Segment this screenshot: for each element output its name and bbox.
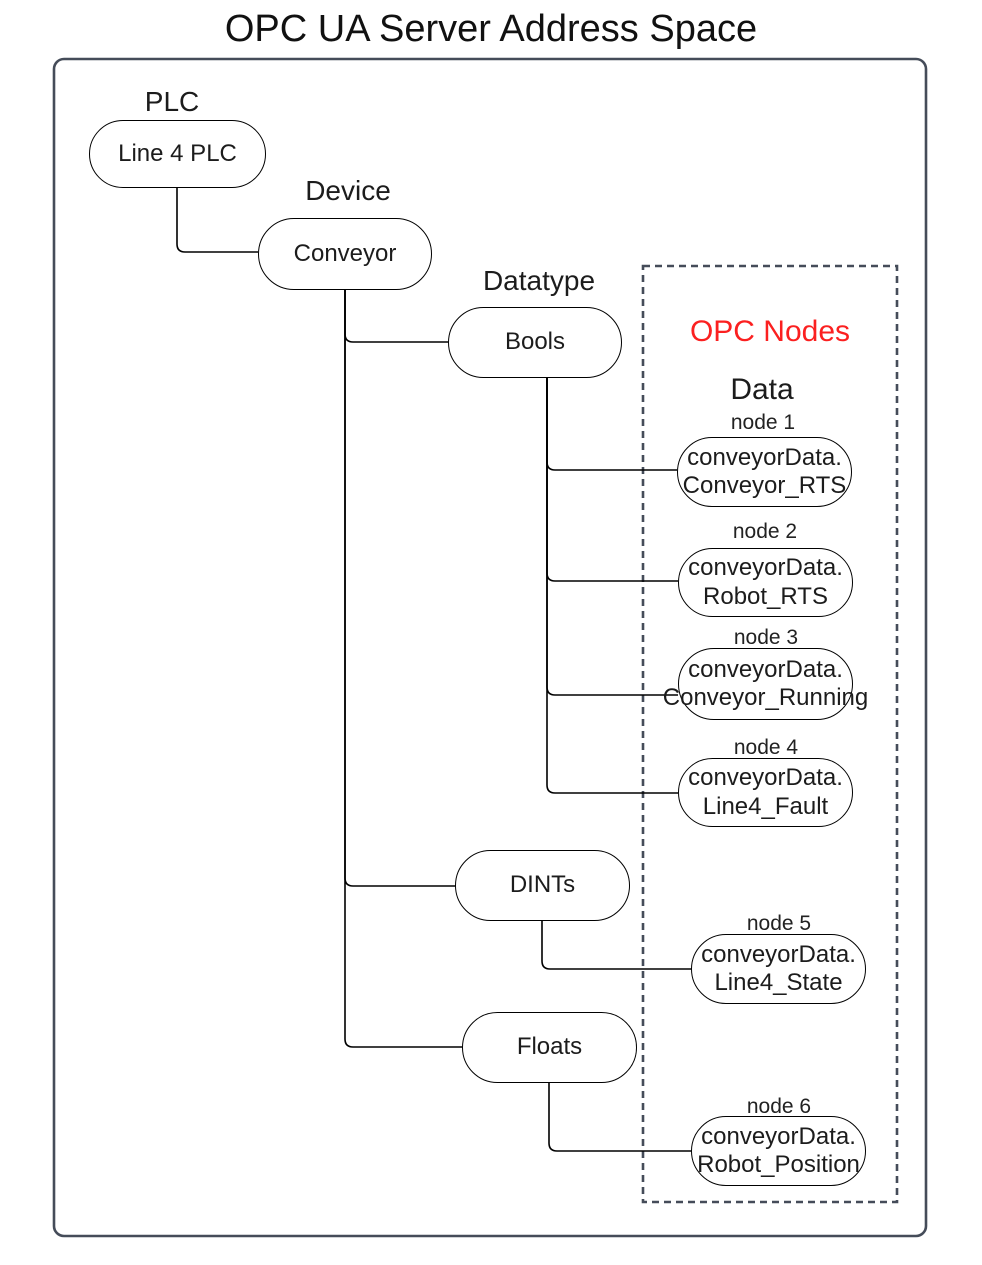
- opc-node1-pill: conveyorData. Conveyor_RTS: [677, 437, 852, 507]
- opc-node4-line1: conveyorData.: [688, 764, 843, 791]
- node-line4-plc: Line 4 PLC: [89, 120, 266, 188]
- node-bools-label: Bools: [504, 328, 566, 356]
- connector-conveyor-to-floats: [344, 290, 462, 1048]
- node-conveyor: Conveyor: [258, 218, 432, 290]
- connector-conveyor-to-dints: [344, 290, 455, 887]
- opc-node5-line2: Line4_State: [714, 969, 843, 996]
- node-floats-label: Floats: [516, 1033, 583, 1061]
- opc-nodes-dashed-frame: [641, 264, 899, 1204]
- opc-node5-line1: conveyorData.: [701, 940, 856, 968]
- node-bools: Bools: [448, 307, 622, 378]
- opc-node1-caption: node 1: [730, 411, 796, 434]
- node-floats: Floats: [462, 1012, 637, 1083]
- plc-category-label: PLC: [144, 86, 200, 117]
- opc-node3-caption: node 3: [733, 626, 799, 649]
- connector-bools-to-node1: [546, 378, 677, 471]
- opc-node3-pill: conveyorData. Conveyor_Running: [663, 648, 868, 720]
- data-subtitle: Data: [730, 373, 794, 406]
- node-conveyor-label: Conveyor: [293, 239, 397, 267]
- opc-node2-line1: conveyorData.: [688, 554, 843, 581]
- connector-bools-to-node3: [546, 378, 678, 696]
- opc-nodes-title: OPC Nodes: [689, 315, 851, 348]
- opc-node4-line2: Line4_Fault: [702, 792, 829, 820]
- opc-node4-caption: node 4: [733, 736, 799, 759]
- connector-bools-to-node4: [546, 378, 678, 794]
- address-space-frame: [52, 57, 928, 1238]
- node-dints: DINTs: [455, 850, 630, 921]
- opc-node6-pill: conveyorData. Robot_Position: [691, 1116, 866, 1186]
- device-category-label: Device: [305, 175, 391, 206]
- connector-floats-to-node6: [548, 1083, 691, 1152]
- opc-node6-caption: node 6: [746, 1095, 812, 1118]
- connector-bools-to-node2: [546, 378, 678, 582]
- opc-node3-line2: Conveyor_Running: [662, 684, 869, 711]
- node-dints-label: DINTs: [509, 871, 576, 899]
- page-title: OPC UA Server Address Space: [224, 8, 758, 50]
- opc-node6-line1: conveyorData.: [701, 1122, 856, 1150]
- opc-node5-caption: node 5: [746, 912, 812, 935]
- opc-node1-line1: conveyorData.: [687, 443, 842, 471]
- opc-node2-line2: Robot_RTS: [703, 582, 828, 610]
- opc-node2-caption: node 2: [732, 520, 798, 543]
- opc-node6-line2: Robot_Position: [697, 1151, 860, 1178]
- opc-node2-pill: conveyorData. Robot_RTS: [678, 548, 853, 617]
- opc-node5-pill: conveyorData. Line4_State: [691, 934, 866, 1004]
- opc-node1-line2: Conveyor_RTS: [682, 472, 847, 499]
- datatype-category-label: Datatype: [482, 265, 596, 296]
- node-line4-plc-label: Line 4 PLC: [118, 139, 237, 167]
- opc-node4-pill: conveyorData. Line4_Fault: [678, 758, 853, 827]
- connector-dints-to-node5: [541, 921, 691, 970]
- opc-node3-line1: conveyorData.: [688, 655, 843, 683]
- connector-plc-to-conveyor: [176, 188, 258, 253]
- connector-conveyor-to-bools: [344, 290, 448, 343]
